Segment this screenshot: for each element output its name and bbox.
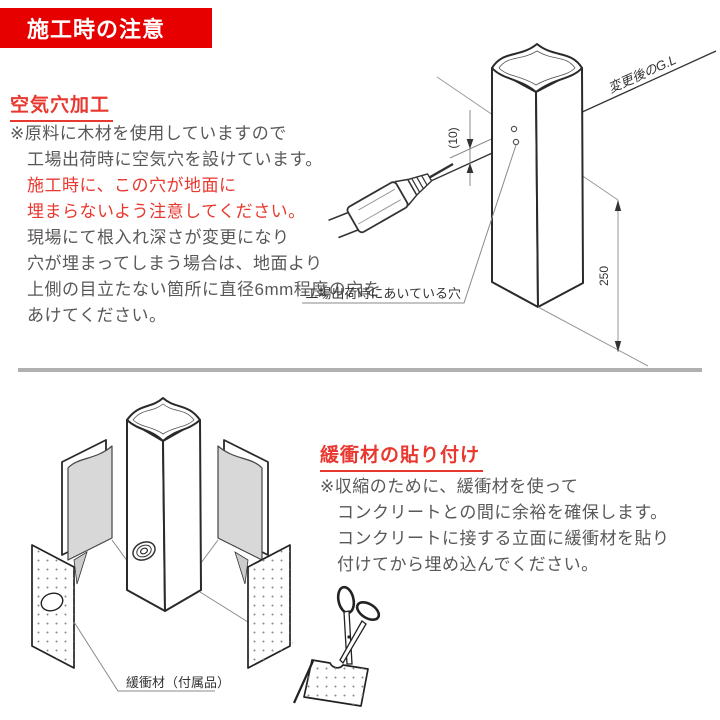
offset-dimension: (10) bbox=[446, 110, 474, 186]
section2-text: ※収縮のために、緩衝材を使って コンクリートとの間に余裕を確保します。 コンクリ… bbox=[320, 474, 670, 578]
instruction-line: 上側の目立たない箇所に直径6mm程度の穴を bbox=[27, 280, 382, 299]
instruction-line: あけてください。 bbox=[27, 306, 167, 325]
instruction-line: 穴が埋まってしまう場合は、地面より bbox=[27, 254, 323, 273]
grommet-hole bbox=[132, 541, 156, 561]
sheet-curl bbox=[73, 551, 88, 585]
instruction-line: ※収縮のために、緩衝材を使って bbox=[320, 477, 579, 496]
instruction-line-warning: 埋まらないよう注意してください。 bbox=[27, 202, 306, 221]
ground-line-label: 変更後のG.L bbox=[606, 52, 679, 96]
factory-hole-label: 工場出荷時にあいている穴 bbox=[305, 286, 461, 301]
air-hole-lower bbox=[512, 138, 520, 146]
instruction-line: ※原料に木材を使用していますので bbox=[10, 124, 287, 143]
section-divider bbox=[18, 368, 702, 372]
sheet-hole bbox=[40, 592, 64, 612]
cushion-sheet-front-left bbox=[31, 544, 75, 669]
air-hole-upper bbox=[510, 125, 518, 133]
section2-heading: 緩衝材の貼り付け bbox=[320, 440, 484, 472]
height-dimension-label: 250 bbox=[597, 266, 611, 286]
cushion-sheet-rear-left bbox=[61, 439, 113, 561]
instruction-line: 現場にて根入れ深さが変更になり bbox=[27, 228, 290, 247]
sheet-curl bbox=[234, 551, 249, 585]
page-title-banner: 施工時の注意 bbox=[0, 8, 212, 48]
page-title: 施工時の注意 bbox=[27, 17, 166, 42]
scissors-icon bbox=[292, 585, 381, 707]
section1-text: ※原料に木材を使用していますので 工場出荷時に空気穴を設けています。 施工時に、… bbox=[10, 121, 381, 329]
post-illustration bbox=[491, 43, 584, 308]
cushion-sheet-rear-right bbox=[217, 439, 269, 561]
post-illustration bbox=[126, 397, 202, 612]
section1-heading: 空気穴加工 bbox=[10, 90, 114, 122]
drill-icon bbox=[328, 162, 454, 239]
cushion-material-diagram: 緩衝材（付属品） bbox=[31, 397, 381, 707]
cushion-label: 緩衝材（付属品） bbox=[126, 675, 230, 690]
instruction-line: コンクリートに接する立面に緩衝材を貼り bbox=[337, 529, 670, 548]
cushion-callout: 緩衝材（付属品） bbox=[73, 621, 230, 692]
instruction-line: 工場出荷時に空気穴を設けています。 bbox=[27, 150, 323, 169]
instruction-line-warning: 施工時に、この穴が地面に bbox=[27, 176, 237, 195]
cushion-sheet-front-right bbox=[247, 544, 291, 669]
height-dimension: 250 bbox=[537, 200, 649, 367]
instruction-line: 付けてから埋め込んでください。 bbox=[337, 555, 599, 574]
offset-dimension-label: (10) bbox=[446, 127, 460, 148]
air-hole-diagram: (10) 変更後のG.L 250 工場出荷時にあいている穴 bbox=[302, 43, 717, 367]
instruction-line: コンクリートとの間に余裕を確保します。 bbox=[337, 503, 668, 522]
factory-hole-callout: 工場出荷時にあいている穴 bbox=[302, 144, 517, 304]
